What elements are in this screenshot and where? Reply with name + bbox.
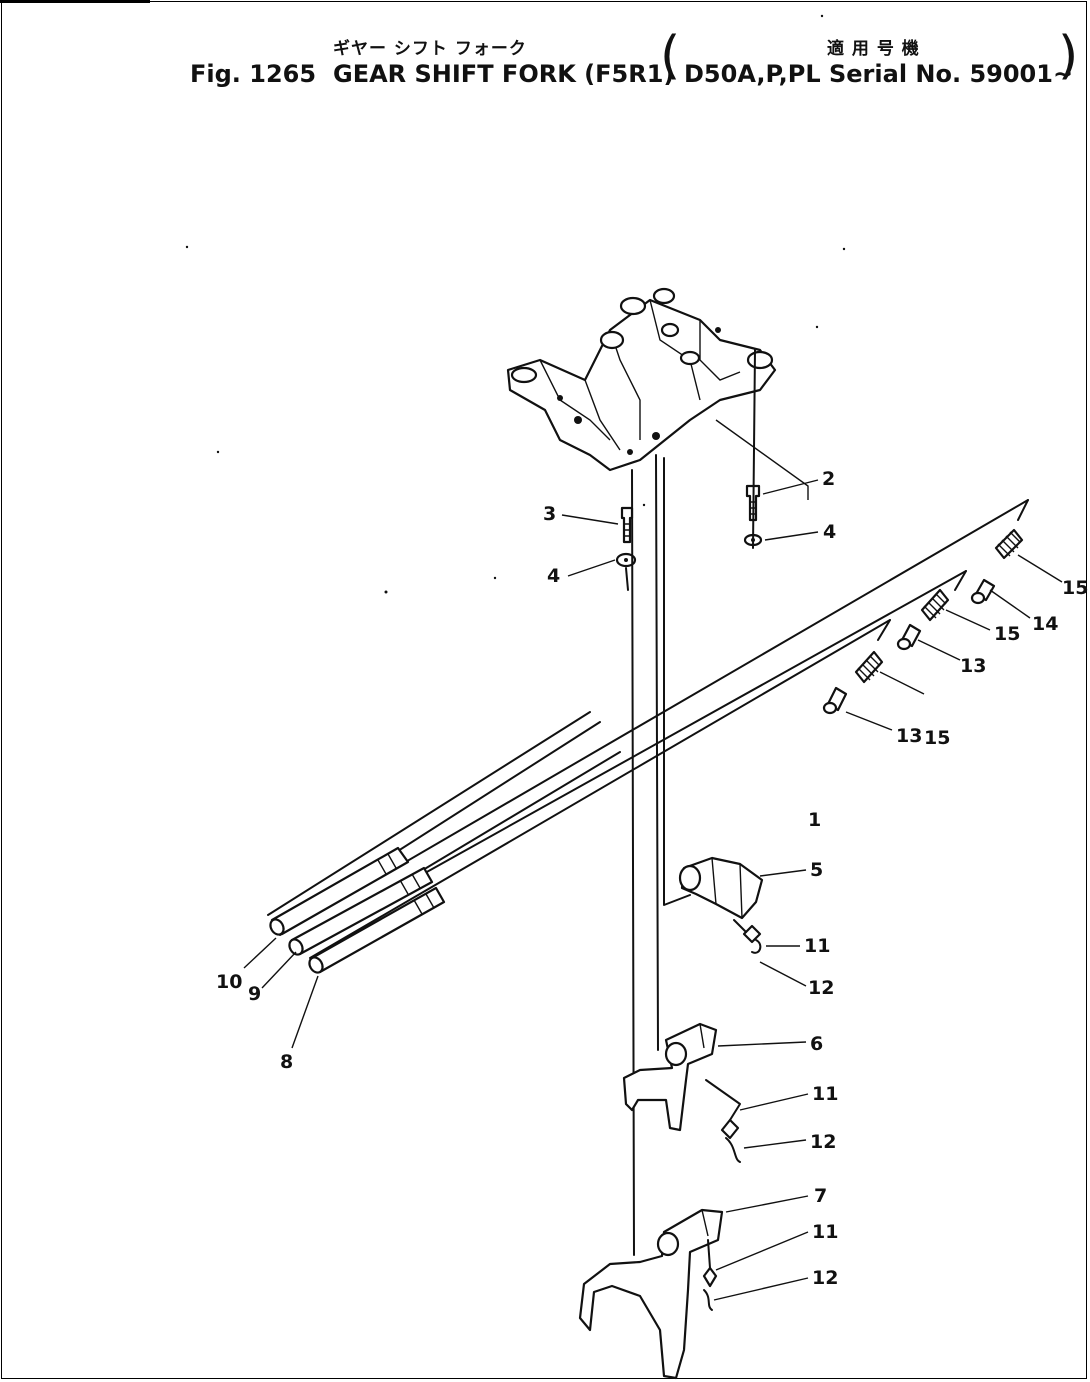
callout-15b: 15 — [994, 623, 1020, 645]
wire-12a — [751, 939, 762, 954]
washer-4b — [743, 349, 763, 549]
open-bracket: ( — [660, 26, 681, 86]
shift-lever-5 — [678, 856, 764, 920]
figure-number: Fig. 1265 — [190, 60, 317, 88]
screw-11a — [733, 919, 762, 944]
shift-fork-6 — [622, 1022, 718, 1132]
callout-labels: 3 4 2 4 15 14 15 13 15 13 1 5 11 12 6 11… — [216, 468, 1088, 1289]
callout-11b: 11 — [812, 1083, 838, 1105]
rod-10 — [269, 846, 410, 936]
callout-13b: 13 — [896, 725, 922, 747]
applicable-japanese: 適 用 号 機 — [827, 39, 920, 59]
title-japanese: ギヤー シフト フォーク — [333, 39, 527, 59]
speck-marks — [185, 14, 846, 594]
spring-15b — [920, 588, 950, 622]
leader-lines — [243, 419, 1063, 1301]
callout-14: 14 — [1032, 613, 1058, 635]
callout-4b: 4 — [823, 521, 836, 543]
callout-12a: 12 — [808, 977, 834, 999]
screw-11b — [705, 1079, 741, 1140]
assembly-guide-lines — [631, 454, 691, 1256]
callout-3: 3 — [543, 503, 556, 525]
callout-10: 10 — [216, 971, 242, 993]
plunger-13b — [822, 686, 848, 715]
callout-2: 2 — [822, 468, 835, 490]
diagram-title: GEAR SHIFT FORK (F5R1) — [333, 60, 675, 88]
shift-housing — [506, 287, 777, 472]
rod-8 — [308, 886, 446, 974]
wire-12b — [725, 1137, 741, 1163]
callout-6: 6 — [810, 1033, 823, 1055]
callout-12c: 12 — [812, 1267, 838, 1289]
callout-13a: 13 — [960, 655, 986, 677]
callout-11c: 11 — [812, 1221, 838, 1243]
callout-4a: 4 — [547, 565, 560, 587]
plunger-14 — [970, 578, 996, 605]
wire-12c — [703, 1289, 713, 1311]
callout-5: 5 — [810, 859, 823, 881]
close-bracket: ) — [1058, 26, 1079, 86]
washer-4a — [615, 552, 637, 591]
bolt-3 — [620, 506, 634, 544]
plunger-13a — [896, 623, 922, 651]
spring-15c — [854, 650, 884, 684]
callout-7: 7 — [814, 1185, 827, 1207]
callout-12b: 12 — [810, 1131, 836, 1153]
rod-9 — [288, 866, 434, 956]
callout-8: 8 — [280, 1051, 293, 1073]
screw-11c — [702, 1239, 718, 1288]
shift-fork-7 — [578, 1208, 724, 1380]
callout-15a: 15 — [1062, 577, 1088, 599]
callout-11a: 11 — [804, 935, 830, 957]
applicable-serial: D50A,P,PL Serial No. 59001~ — [684, 60, 1074, 88]
callout-9: 9 — [248, 983, 261, 1005]
callout-15c: 15 — [924, 727, 950, 749]
spring-15a — [994, 528, 1024, 560]
callout-1: 1 — [808, 809, 821, 831]
